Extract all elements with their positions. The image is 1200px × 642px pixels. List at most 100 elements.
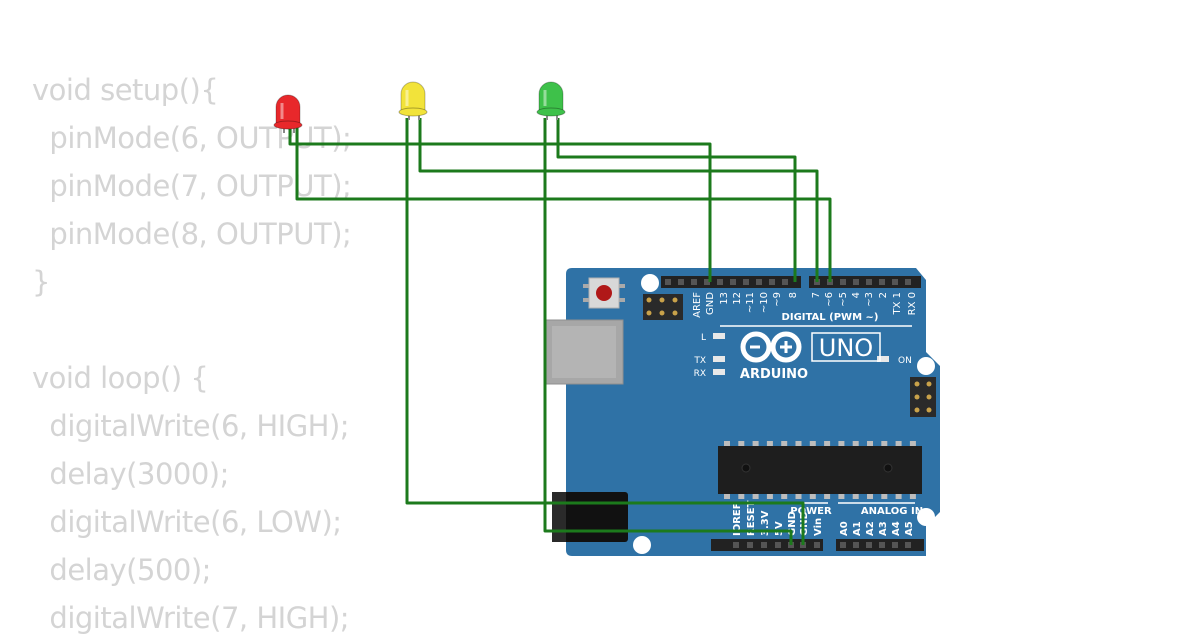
- wire-green-cathode-to-gnd[interactable]: [543, 118, 793, 545]
- digital-pin-label: ~3: [864, 292, 875, 307]
- microcontroller-chip: [718, 441, 922, 499]
- chip-pin: [795, 494, 802, 499]
- digital-pin-label: ~5: [838, 292, 849, 307]
- chip-pin: [738, 494, 745, 499]
- pin-hole[interactable]: [730, 279, 736, 285]
- pin-hole[interactable]: [756, 279, 762, 285]
- chip-pin: [895, 441, 902, 446]
- pin-hole[interactable]: [775, 542, 781, 548]
- led-label-tx: TX: [693, 356, 706, 366]
- wire-green-anode-to-pin-8[interactable]: [556, 118, 797, 282]
- reset-button[interactable]: [583, 277, 625, 309]
- wire-yellow-anode-to-pin-7[interactable]: [418, 118, 819, 282]
- pin-hole[interactable]: [691, 279, 697, 285]
- power-header: [711, 539, 823, 551]
- digital-pin-label: TX 1: [892, 292, 903, 316]
- power-pin-label: 5V: [774, 521, 785, 536]
- code-line: }: [32, 265, 50, 299]
- power-pin-label: 3.3V: [760, 510, 771, 536]
- power-label: POWER: [790, 506, 832, 517]
- analog-pin-label: A3: [878, 521, 889, 536]
- digital-pin-label: 8: [788, 292, 799, 298]
- pin-hole[interactable]: [665, 279, 671, 285]
- digital-pin-label: 12: [732, 292, 743, 305]
- chip-pin: [781, 494, 788, 499]
- pin-hole[interactable]: [733, 542, 739, 548]
- analog-header: [836, 539, 924, 551]
- code-line: digitalWrite(6, HIGH);: [32, 409, 350, 443]
- wire-red-anode-to-pin-6[interactable]: [295, 125, 832, 282]
- chip-pin: [766, 441, 773, 446]
- digital-pin-label: 13: [719, 292, 730, 305]
- pin-hole[interactable]: [769, 279, 775, 285]
- pin-hole[interactable]: [853, 279, 859, 285]
- digital-pin-label: GND: [705, 292, 716, 315]
- pin-hole[interactable]: [761, 542, 767, 548]
- power-jack-front: [552, 492, 566, 542]
- pin-hole[interactable]: [905, 542, 911, 548]
- chip-pin: [867, 441, 873, 446]
- code-line: pinMode(8, OUTPUT);: [32, 217, 352, 251]
- led-label-rx: RX: [694, 369, 706, 379]
- pin-hole[interactable]: [879, 279, 885, 285]
- chip-pin: [881, 441, 888, 446]
- code-line: void setup(){: [32, 73, 219, 107]
- chip-pin: [752, 494, 759, 499]
- pin-hole[interactable]: [853, 542, 859, 548]
- chip-pin: [838, 441, 845, 446]
- pin-hole[interactable]: [892, 279, 898, 285]
- pin-hole[interactable]: [866, 279, 872, 285]
- digital-pin-label: 7: [811, 292, 822, 298]
- mounting-hole: [917, 357, 935, 375]
- board-led-tx: TX: [693, 356, 725, 366]
- digital-header: [661, 276, 921, 288]
- pin-hole[interactable]: [892, 542, 898, 548]
- pin-hole[interactable]: [743, 279, 749, 285]
- led-green[interactable]: [536, 81, 566, 120]
- digital-pin-label: ~9: [772, 292, 783, 307]
- board-led-rx: RX: [694, 369, 725, 379]
- led-yellow[interactable]: [398, 81, 428, 120]
- code-line: delay(500);: [32, 553, 211, 587]
- chip-pin: [724, 494, 730, 499]
- chip-pin: [824, 441, 831, 446]
- chip-pin: [752, 441, 759, 446]
- chip-pin: [781, 441, 788, 446]
- pin-hole[interactable]: [678, 279, 684, 285]
- chip-pin: [766, 494, 773, 499]
- wire-red-cathode-to-gnd[interactable]: [288, 125, 712, 282]
- pin-hole[interactable]: [905, 279, 911, 285]
- chip-pin: [838, 494, 845, 499]
- code-line: void loop() {: [32, 361, 209, 395]
- board-led-on: ON: [877, 356, 912, 366]
- wires[interactable]: [288, 118, 832, 545]
- wire-yellow-cathode-to-gnd[interactable]: [405, 118, 805, 545]
- mounting-hole: [633, 536, 651, 554]
- chip-pin: [824, 494, 831, 499]
- digital-pin-label: ~11: [745, 292, 756, 313]
- pin-hole[interactable]: [782, 279, 788, 285]
- digital-pin-label: AREF: [692, 292, 703, 318]
- pin-hole[interactable]: [747, 542, 753, 548]
- analog-pin-label: A4: [891, 521, 902, 536]
- icsp-header-right: [910, 377, 936, 417]
- pin-hole[interactable]: [879, 542, 885, 548]
- infinity-icon: [740, 331, 802, 363]
- chip-pin: [852, 441, 859, 446]
- pin-hole[interactable]: [717, 279, 723, 285]
- power-pin-label: RESET: [746, 500, 757, 536]
- mounting-hole: [641, 274, 659, 292]
- pin-hole[interactable]: [704, 279, 710, 285]
- board-led-l: L: [701, 333, 725, 343]
- pin-hole[interactable]: [840, 542, 846, 548]
- chip-pin: [724, 441, 730, 446]
- pin-hole[interactable]: [814, 542, 820, 548]
- model-box: [811, 332, 881, 362]
- digital-pin-label: RX 0: [907, 292, 918, 315]
- pin-hole[interactable]: [840, 279, 846, 285]
- pin-hole[interactable]: [866, 542, 872, 548]
- led-red[interactable]: [273, 94, 303, 133]
